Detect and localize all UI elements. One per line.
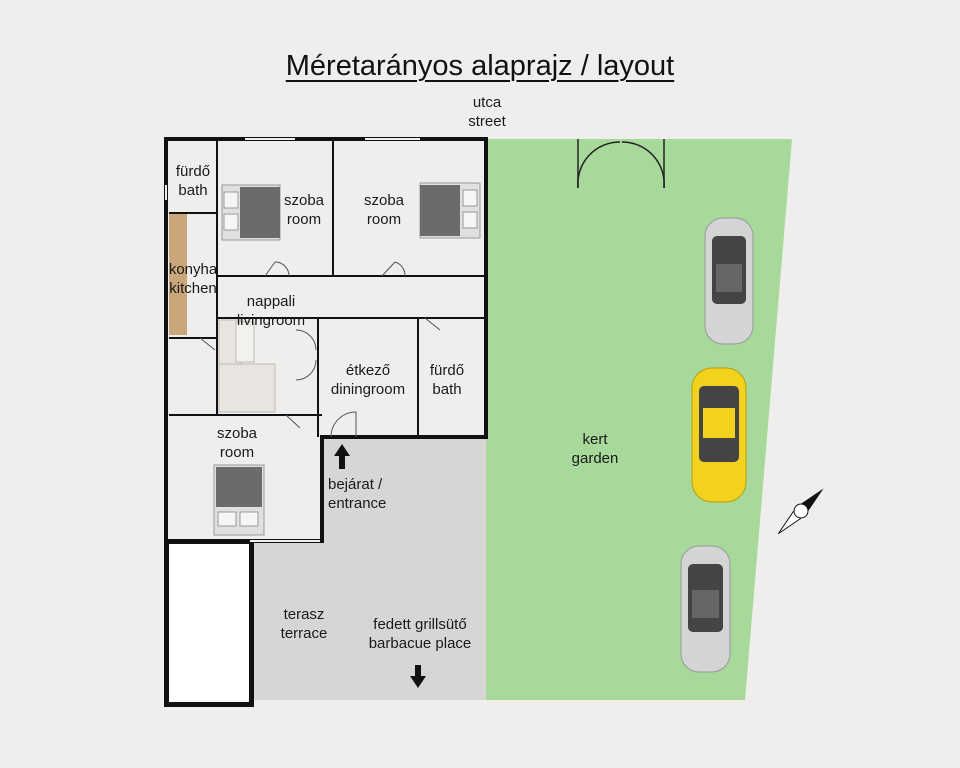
- garden-gate: [577, 139, 665, 189]
- kitchen-counter: [169, 213, 187, 335]
- bed-icon: [221, 184, 281, 241]
- terrace-area: [252, 437, 486, 700]
- bed-icon: [213, 464, 265, 536]
- car-icon: [680, 545, 731, 673]
- page-title: Méretarányos alaprajz / layout: [285, 50, 675, 82]
- walls: [164, 137, 488, 707]
- sofa-icon: [218, 319, 276, 413]
- windows: [165, 138, 420, 542]
- storage-box: [167, 542, 251, 704]
- bed-icon: [419, 182, 481, 239]
- inner-walls: [169, 139, 486, 437]
- arrow-up-icon: [334, 444, 350, 469]
- car-icon: [704, 217, 754, 345]
- car-icon: [691, 367, 747, 503]
- compass-icon: [777, 488, 824, 535]
- arrow-down-icon: [410, 665, 426, 688]
- label-entrance: bejárat /entrance: [328, 476, 387, 512]
- doors: [199, 261, 441, 438]
